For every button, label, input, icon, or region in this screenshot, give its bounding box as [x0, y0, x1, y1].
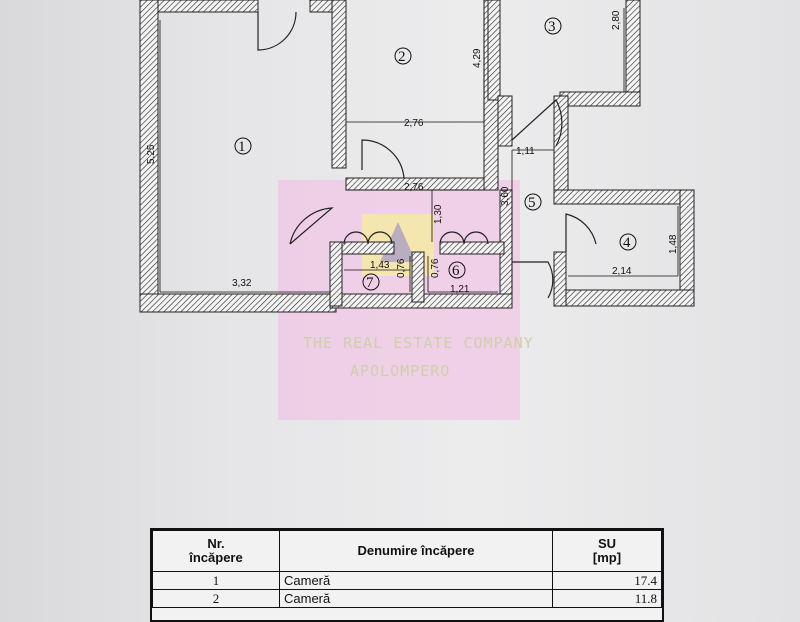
room-5-circle: [524, 193, 542, 211]
wall-bath-left: [329, 241, 343, 307]
room-4-circle: [619, 233, 637, 251]
wall-top-left: [157, 0, 259, 13]
dim-280: 2,80: [611, 10, 622, 30]
dim-332: 3,32: [232, 278, 252, 289]
table-row: 1 Cameră 17.4: [152, 571, 662, 590]
dim-148: 1,48: [668, 234, 679, 254]
dim-214: 2,14: [612, 266, 632, 277]
wall-room4-top: [553, 189, 695, 205]
cell-nr: 2: [152, 589, 280, 608]
cell-nr: 1: [152, 571, 280, 590]
wall-bath-divider: [411, 251, 425, 303]
header-room-number: Nr. încăpere: [152, 530, 280, 572]
door-room3-icon: [511, 99, 563, 147]
dim-130: 1,30: [433, 204, 444, 224]
wall-room3-right: [625, 0, 641, 107]
room-3-number: 3: [548, 19, 556, 35]
dim-276-mid: 2,76: [404, 182, 424, 193]
header-su-line2: [mp]: [592, 550, 622, 565]
watermark-text-2: APOLOMPERO: [350, 362, 450, 380]
wall-room4-bottom: [553, 289, 695, 307]
header-nr-line1: Nr.: [207, 536, 225, 551]
cell-su: 11.8: [552, 589, 662, 608]
dim-276-top: 2,76: [404, 118, 424, 129]
room-2-number: 2: [398, 49, 406, 65]
header-nr-line2: încăpere: [189, 550, 243, 565]
door-bath6-icon: [439, 231, 489, 245]
dim-121: 1,21: [450, 284, 470, 295]
door-bath7-icon: [343, 231, 393, 245]
dim-076-b: 0,76: [430, 258, 441, 278]
wall-room4-left-low: [553, 251, 567, 307]
door-room1-lower-icon: [289, 207, 334, 245]
wall-room3-left: [487, 0, 501, 101]
room-5-number: 5: [528, 195, 536, 211]
dim-429: 4,29: [472, 48, 483, 68]
wall-hall-left: [497, 95, 513, 147]
table-row: 2 Cameră 11.8: [152, 589, 662, 608]
wall-bath-top-right: [439, 241, 505, 255]
room-4-number: 4: [623, 235, 631, 251]
door-room4-icon: [565, 213, 597, 252]
door-room1-icon: [257, 11, 297, 51]
wall-room4-right: [679, 189, 695, 307]
floor-plan: THE REAL ESTATE COMPANY APOLOMPERO: [139, 0, 695, 420]
dim-143: 1,43: [370, 260, 390, 271]
room-7-number: 7: [366, 275, 374, 291]
watermark-text-1: THE REAL ESTATE COMPANY: [303, 334, 534, 352]
dim-525: 5,25: [146, 144, 157, 164]
door-room2-icon: [361, 139, 405, 179]
wall-room3-bottom: [559, 91, 641, 107]
room-6-number: 6: [452, 263, 460, 279]
cell-name: Cameră: [279, 571, 553, 590]
dim-076-a: 0,76: [396, 258, 407, 278]
walls: [139, 0, 695, 313]
dim-111: 1,11: [516, 146, 535, 157]
header-su-line1: SU: [597, 536, 617, 551]
cell-su: 17.4: [552, 571, 662, 590]
header-su: SU [mp]: [552, 530, 662, 572]
wall-room1-right: [331, 0, 347, 169]
table-header-row: Nr. încăpere Denumire încăpere SU [mp]: [152, 530, 662, 572]
room-3-circle: [544, 17, 562, 35]
room-7-circle: [362, 273, 380, 291]
doors: [257, 11, 597, 299]
cell-name: Cameră: [279, 589, 553, 608]
header-room-name: Denumire încăpere: [279, 530, 553, 572]
room-area-table: Nr. încăpere Denumire încăpere SU [mp] 1…: [150, 528, 664, 622]
wall-bottom-left: [139, 293, 337, 313]
dim-360: 3,60: [500, 186, 511, 206]
dimension-lines: [159, 8, 679, 293]
room-2-circle: [394, 47, 412, 65]
room-labels: [234, 17, 637, 291]
room-6-circle: [448, 261, 466, 279]
door-entrance-icon: [512, 261, 554, 299]
room-1-circle: [234, 137, 252, 155]
room-1-number: 1: [238, 139, 246, 155]
